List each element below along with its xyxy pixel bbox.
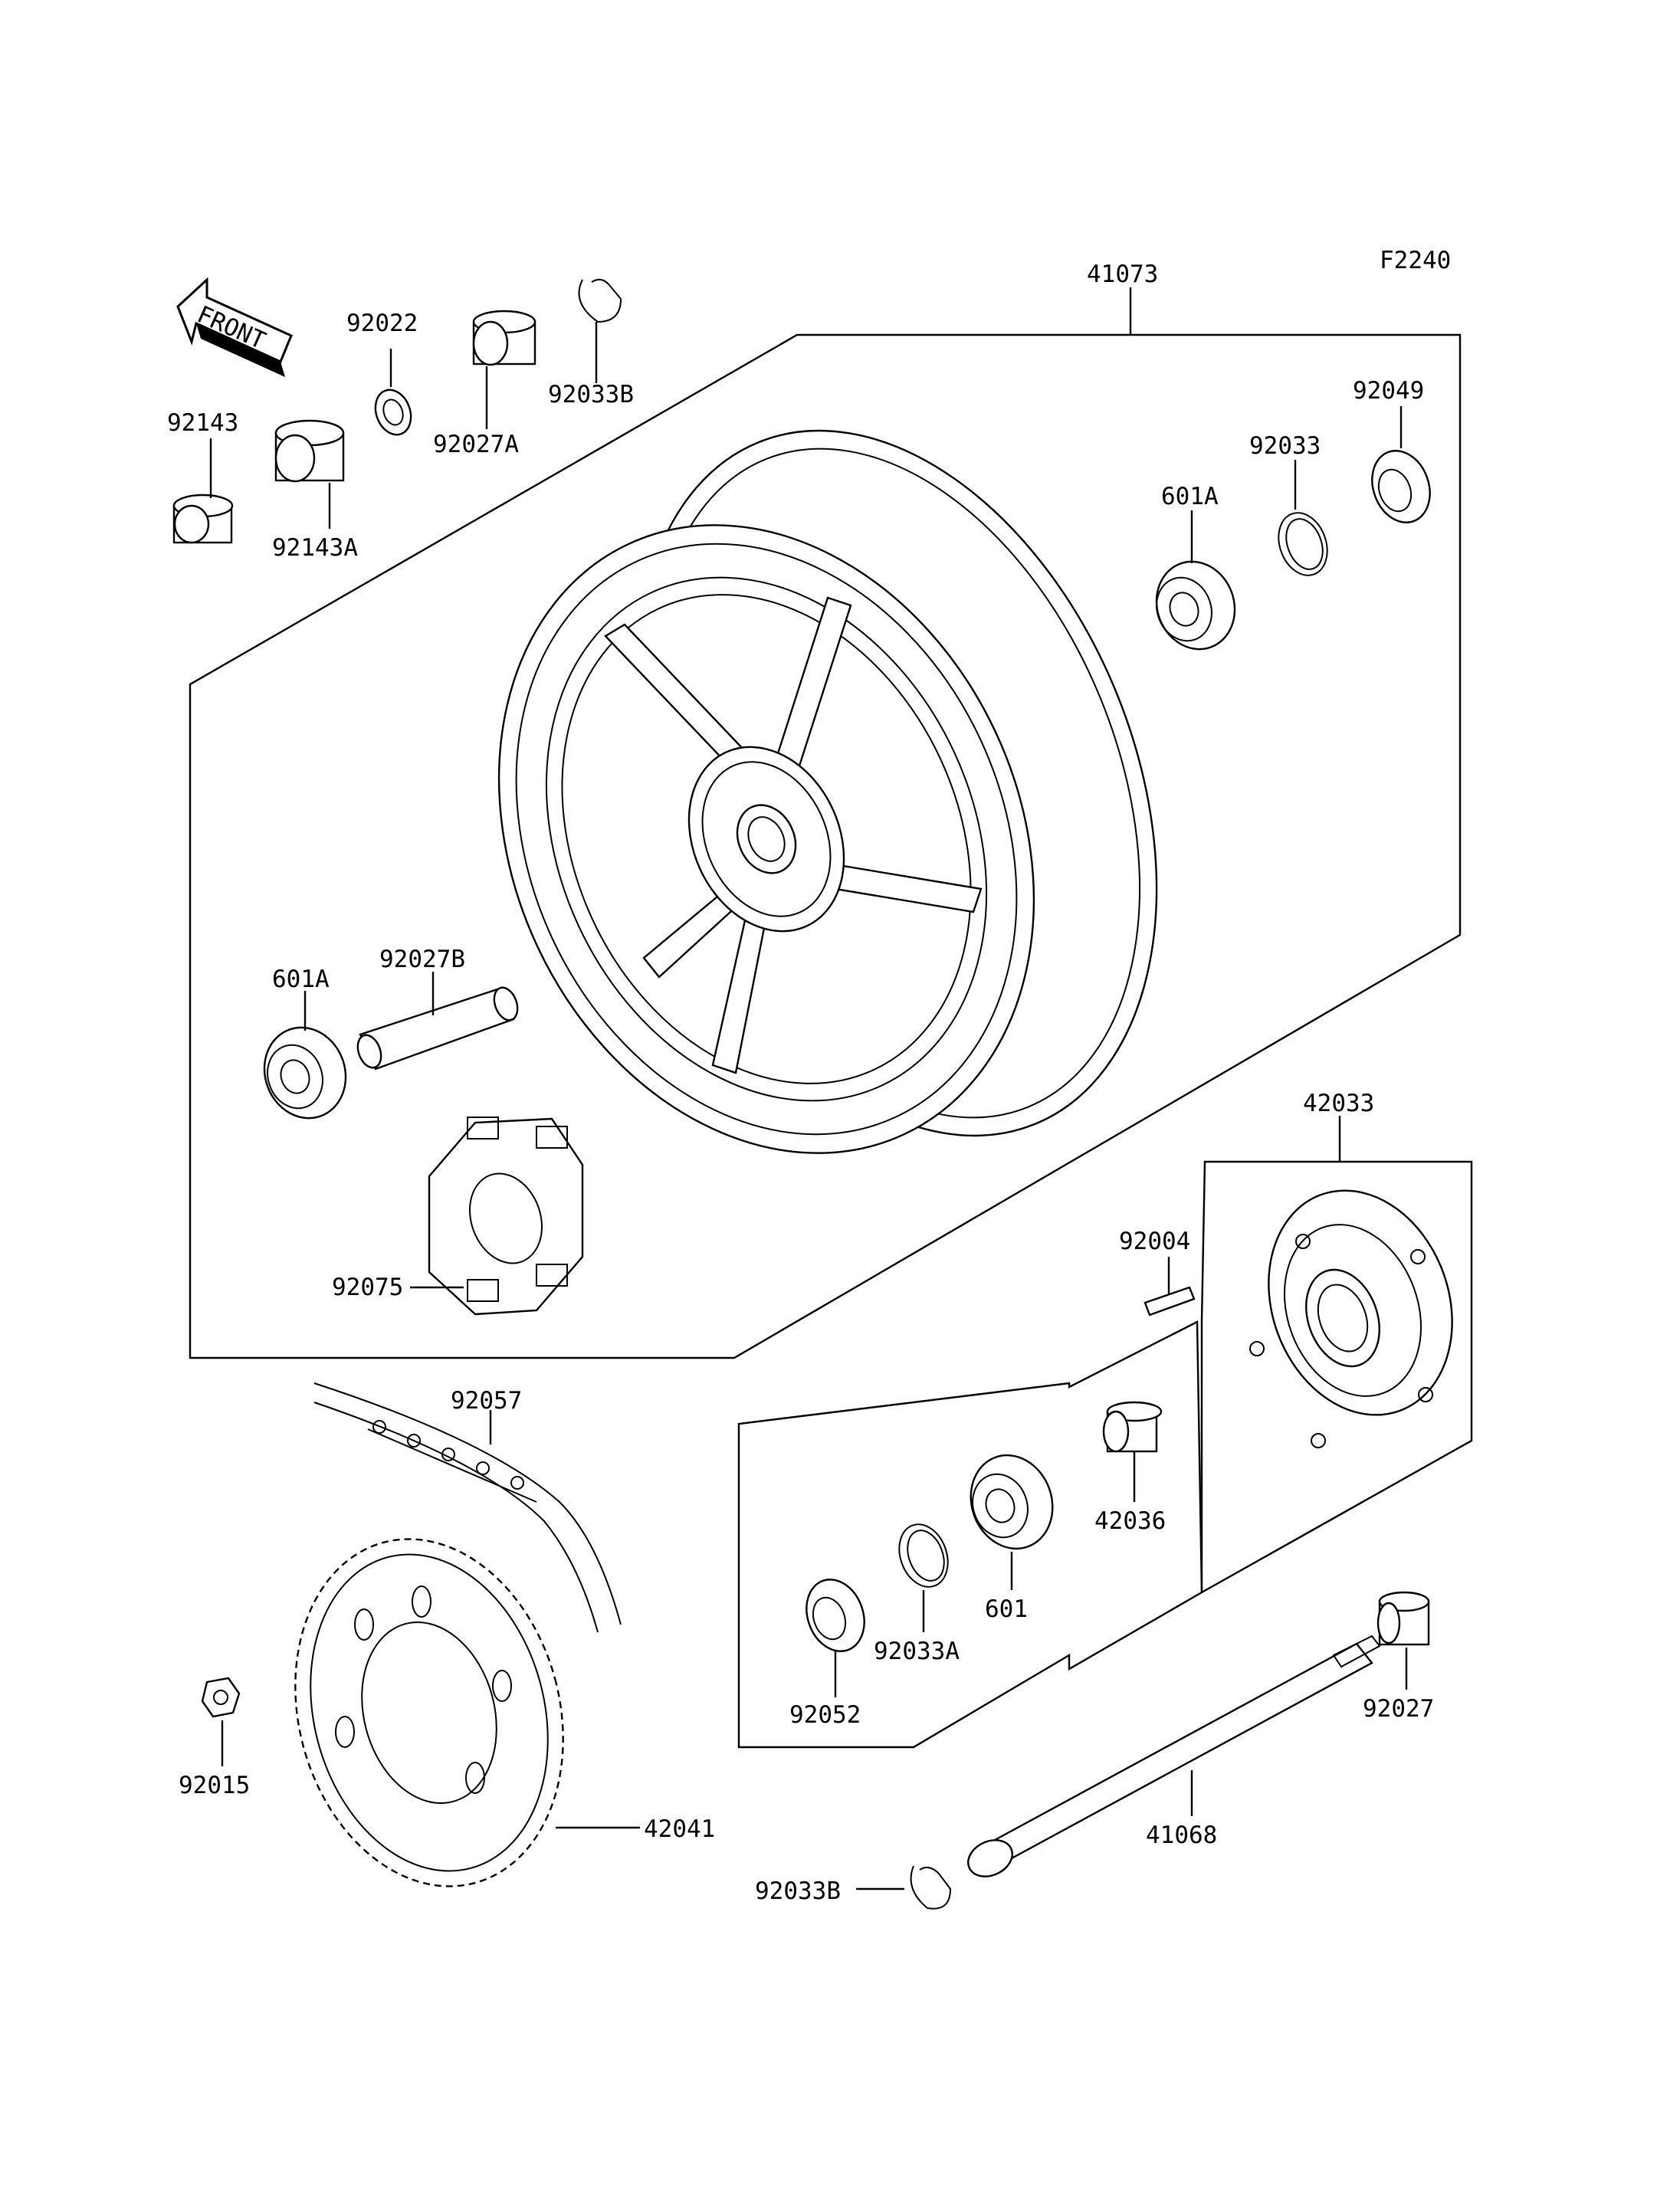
label-92004: 92004 [1119,1228,1190,1255]
collar-92143a [274,419,345,483]
label-92027: 92027 [1363,1695,1434,1723]
label-92143: 92143 [167,409,238,437]
label-92033b-bottom: 92033B [755,1877,841,1905]
axle-41068 [967,1635,1381,1877]
label-92033a: 92033A [874,1638,960,1665]
label-92015: 92015 [179,1772,250,1799]
seal-92049 [1371,450,1431,523]
label-92033: 92033 [1249,432,1321,460]
washer-92022 [374,389,412,436]
circlip-92033 [1278,512,1328,576]
collar-92027 [1376,1591,1430,1646]
wheel-assembly-frame [189,333,1462,1359]
circlip-92033b-bottom [910,1865,952,1910]
label-42036: 42036 [1094,1507,1166,1535]
label-42033: 42033 [1303,1090,1374,1117]
label-41068: 41068 [1146,1822,1217,1849]
bearing-601a-left [263,1026,347,1120]
stud-92004 [1144,1286,1196,1317]
drive-chain-92057 [313,1382,622,1633]
sleeve-92027b [356,986,519,1071]
bearing-subassembly-frame [737,1320,1203,1749]
label-92143a: 92143A [272,534,358,562]
collar-92143 [172,494,234,544]
circlip-92033b-top [578,278,622,323]
collar-42036 [1102,1401,1163,1453]
collar-92027a [472,310,536,366]
rear-wheel-41073 [497,429,1158,1154]
label-92057: 92057 [451,1387,522,1415]
label-92027b: 92027B [379,946,465,973]
label-92027a: 92027A [433,431,519,458]
damper-92075 [428,1117,584,1316]
hub-assembly-frame [1200,1160,1473,1595]
figure-code: F2240 [1380,247,1451,274]
label-92075: 92075 [332,1274,403,1301]
sprocket-carrier-42033 [1249,1189,1453,1448]
circlip-92033a [898,1523,949,1588]
label-92033b-top: 92033B [548,381,634,408]
label-601: 601 [985,1595,1028,1623]
front-arrow-icon: FRONT [176,277,293,377]
seal-92052 [806,1579,865,1652]
bearing-601 [970,1454,1054,1550]
bearing-601a-top [1155,560,1236,651]
label-92049: 92049 [1353,377,1424,405]
label-92022: 92022 [346,310,418,337]
label-601a-top: 601A [1161,483,1219,510]
label-92052: 92052 [789,1701,861,1729]
label-41073: 41073 [1087,261,1158,288]
label-42041: 42041 [644,1815,715,1843]
sprocket-42041 [294,1538,564,1887]
label-601a-left: 601A [272,966,330,993]
nut-92015 [201,1677,241,1718]
